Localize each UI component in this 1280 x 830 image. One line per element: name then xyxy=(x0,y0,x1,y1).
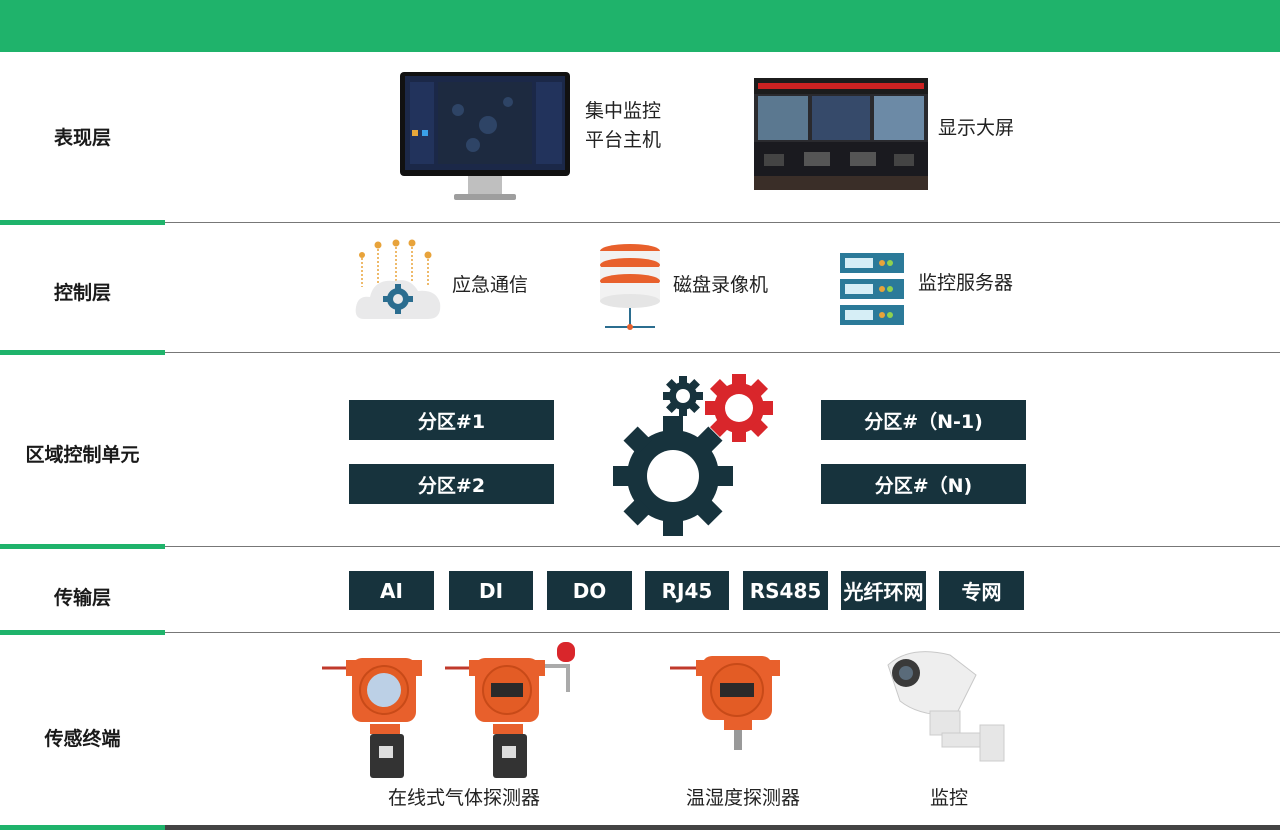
transport-box: DO xyxy=(547,571,632,610)
gears-icon xyxy=(613,374,773,536)
header-bar xyxy=(0,0,1280,52)
layer-label-sensor: 传感终端 xyxy=(44,728,121,750)
zone-box: 分区#（N-1) xyxy=(821,400,1026,440)
layer-divider xyxy=(165,352,1280,353)
layer-divider xyxy=(165,222,1280,223)
disk-recorder-caption: 磁盘录像机 xyxy=(673,274,769,296)
transport-box: RS485 xyxy=(743,571,828,610)
monitor-icon xyxy=(400,72,570,200)
layer-label-transport: 传输层 xyxy=(53,587,111,609)
transport-box: 专网 xyxy=(939,571,1024,610)
temp-humidity-detector-icon xyxy=(670,656,780,750)
gas-detector-icon xyxy=(322,658,422,778)
layer-divider xyxy=(165,632,1280,633)
layer-label-presentation: 表现层 xyxy=(53,127,111,149)
gas-detector-alarm-icon xyxy=(445,642,575,778)
server-icon xyxy=(840,253,904,325)
transport-box: AI xyxy=(349,571,434,610)
layer-divider-accent xyxy=(0,544,165,549)
zone-box: 分区#1 xyxy=(349,400,554,440)
host-caption-line2: 平台主机 xyxy=(585,129,662,151)
layer-label-zone-control: 区域控制单元 xyxy=(25,444,140,466)
layer-divider-accent xyxy=(0,350,165,355)
transport-box: RJ45 xyxy=(645,571,729,610)
monitor-server-caption: 监控服务器 xyxy=(918,272,1014,294)
bottom-divider xyxy=(165,825,1280,830)
transport-box: DI xyxy=(449,571,533,610)
layer-divider-accent xyxy=(0,220,165,225)
transport-box: 光纤环网 xyxy=(841,571,926,610)
zone-box: 分区#2 xyxy=(349,464,554,504)
camera-icon xyxy=(887,651,1005,762)
host-caption-line1: 集中监控 xyxy=(585,100,662,122)
video-wall-icon xyxy=(754,78,928,190)
camera-caption: 监控 xyxy=(930,787,969,809)
layer-label-control: 控制层 xyxy=(53,282,111,304)
disk-recorder-icon xyxy=(600,244,660,330)
emergency-caption: 应急通信 xyxy=(452,274,529,296)
zone-box: 分区#（N) xyxy=(821,464,1026,504)
emergency-cloud-icon xyxy=(355,239,441,319)
temp-humidity-caption: 温湿度探测器 xyxy=(686,787,801,809)
big-screen-caption: 显示大屏 xyxy=(938,117,1015,139)
gas-detector-caption: 在线式气体探测器 xyxy=(388,787,541,809)
layer-divider-accent xyxy=(0,825,165,830)
layer-divider-accent xyxy=(0,630,165,635)
layer-divider xyxy=(165,546,1280,547)
